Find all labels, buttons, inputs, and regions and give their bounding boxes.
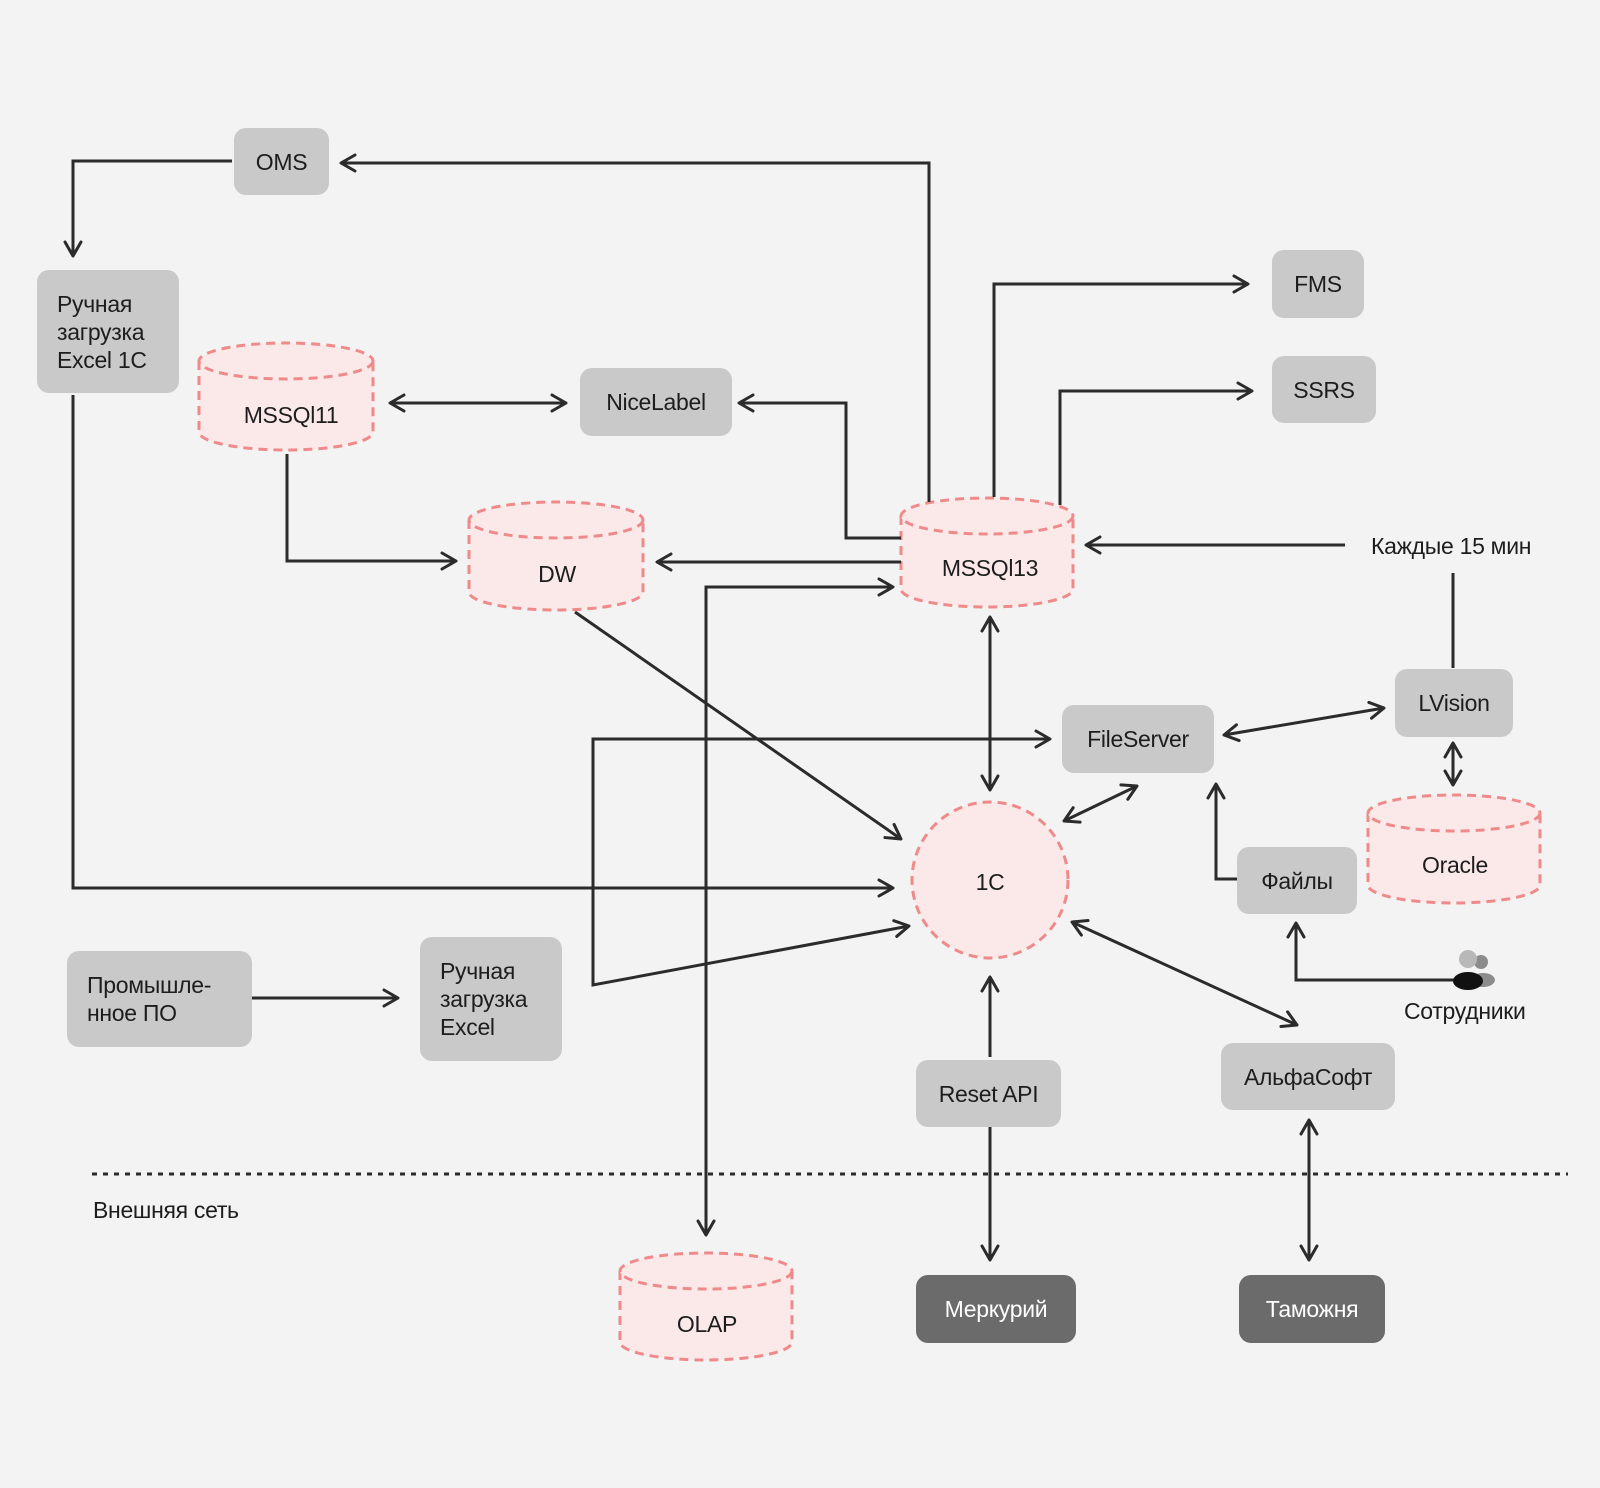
db-mssql11-label: MSSQl11 [243, 402, 339, 428]
people-icon [1453, 950, 1495, 990]
db-mssql13-label: MSSQl13 [941, 555, 1039, 581]
node-manual-excel-1c[interactable]: Ручная загрузка Excel 1С [37, 270, 179, 393]
db-oracle-label: Oracle [1422, 852, 1488, 878]
arrow-olap-mssql13 [696, 577, 895, 1237]
node-fileserver[interactable]: FileServer [1062, 705, 1214, 773]
arrow-1c-alfasoft [1070, 919, 1299, 1028]
node-files[interactable]: Файлы [1237, 847, 1357, 914]
arrow-1c-fileserver [1062, 783, 1139, 824]
arrow-fileserver-lvision [1222, 700, 1386, 743]
arrow-mssql13-to-ssrs [1058, 381, 1254, 505]
db-mssql13-shape [899, 496, 1075, 609]
system-1c-label: 1С [975, 869, 1005, 895]
db-mssql11-shape [197, 341, 375, 452]
node-mercury[interactable]: Меркурий [916, 1275, 1076, 1343]
node-alfasoft[interactable]: АльфаСофт [1221, 1043, 1395, 1110]
db-olap-shape [618, 1251, 794, 1362]
employees-label: Сотрудники [1404, 998, 1526, 1024]
arrow-dw-to-1c [574, 610, 903, 841]
arrow-employees-to-files [1286, 921, 1455, 982]
node-oms[interactable]: OMS [234, 128, 329, 195]
db-oracle-shape [1366, 793, 1542, 905]
node-manual-excel[interactable]: Ручная загрузка Excel [420, 937, 562, 1061]
node-reset-api[interactable]: Reset API [916, 1060, 1061, 1127]
arrow-files-to-fileserver [1206, 782, 1238, 881]
arrow-mssql13-to-nicelabel [737, 393, 901, 540]
node-fms[interactable]: FMS [1272, 250, 1364, 318]
arrow-oms-to-manual-excel-1c [63, 159, 232, 258]
arrow-manual-excel-to-fileserver-and-1c [591, 729, 1052, 987]
node-industrial-software[interactable]: Промышле- нное ПО [67, 951, 252, 1047]
node-ssrs[interactable]: SSRS [1272, 356, 1376, 423]
db-dw-shape [467, 500, 645, 612]
external-network-label: Внешняя сеть [93, 1197, 239, 1223]
every-15-min-label: Каждые 15 мин [1371, 533, 1532, 559]
node-nicelabel[interactable]: NiceLabel [580, 368, 732, 436]
arrow-manual-excel-1c-to-1c [71, 395, 895, 898]
db-dw-label: DW [538, 561, 576, 587]
arrow-mssql13-to-fms [992, 274, 1250, 497]
node-customs[interactable]: Таможня [1239, 1275, 1385, 1343]
node-lvision[interactable]: LVision [1395, 669, 1513, 737]
arrow-mssql11-to-dw [285, 454, 458, 571]
arrow-mssql13-to-oms [339, 153, 931, 502]
db-olap-label: OLAP [676, 1311, 738, 1337]
